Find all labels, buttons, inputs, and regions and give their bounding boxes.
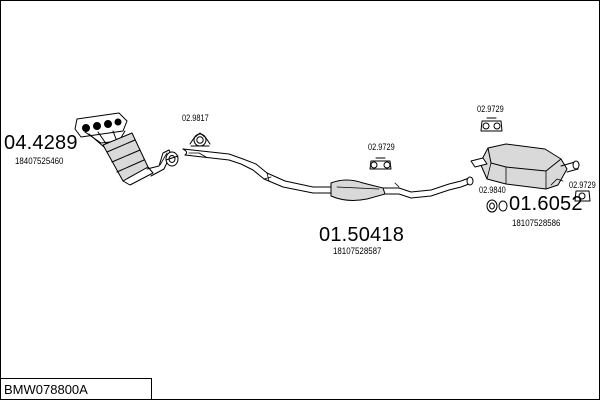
clamp-icon [189,132,211,147]
rear-silencer-icon [470,143,580,190]
part-number-hanger-right: 02.9729 [569,180,596,190]
part-number-clamp: 02.9817 [182,113,209,123]
rubber-hanger-icon [574,190,591,202]
exhaust-manifold-catalyst-icon [74,112,172,186]
oem-number-rear-silencer: 18107528586 [512,218,561,228]
oem-number-manifold: 18407525460 [15,156,64,166]
middle-silencer-pipe-icon [182,148,474,201]
kit-code-box: BMW078800A [1,378,152,399]
part-number-hanger-top-right: 02.9729 [477,104,504,114]
part-number-ring: 02.9840 [479,185,506,195]
part-number-hanger-left: 02.9729 [368,142,395,152]
rubber-hanger-icon [480,117,503,132]
part-number-rear-silencer: 01.6052 [509,193,583,215]
mounting-ring-icon [486,199,508,213]
clamp-ring-icon [165,151,179,167]
part-number-manifold: 04.4289 [4,132,78,154]
rubber-hanger-icon [369,157,392,170]
oem-number-middle-pipe: 18107528587 [333,246,382,256]
kit-code: BMW078800A [4,382,88,397]
part-number-middle-pipe: 01.50418 [319,224,405,246]
